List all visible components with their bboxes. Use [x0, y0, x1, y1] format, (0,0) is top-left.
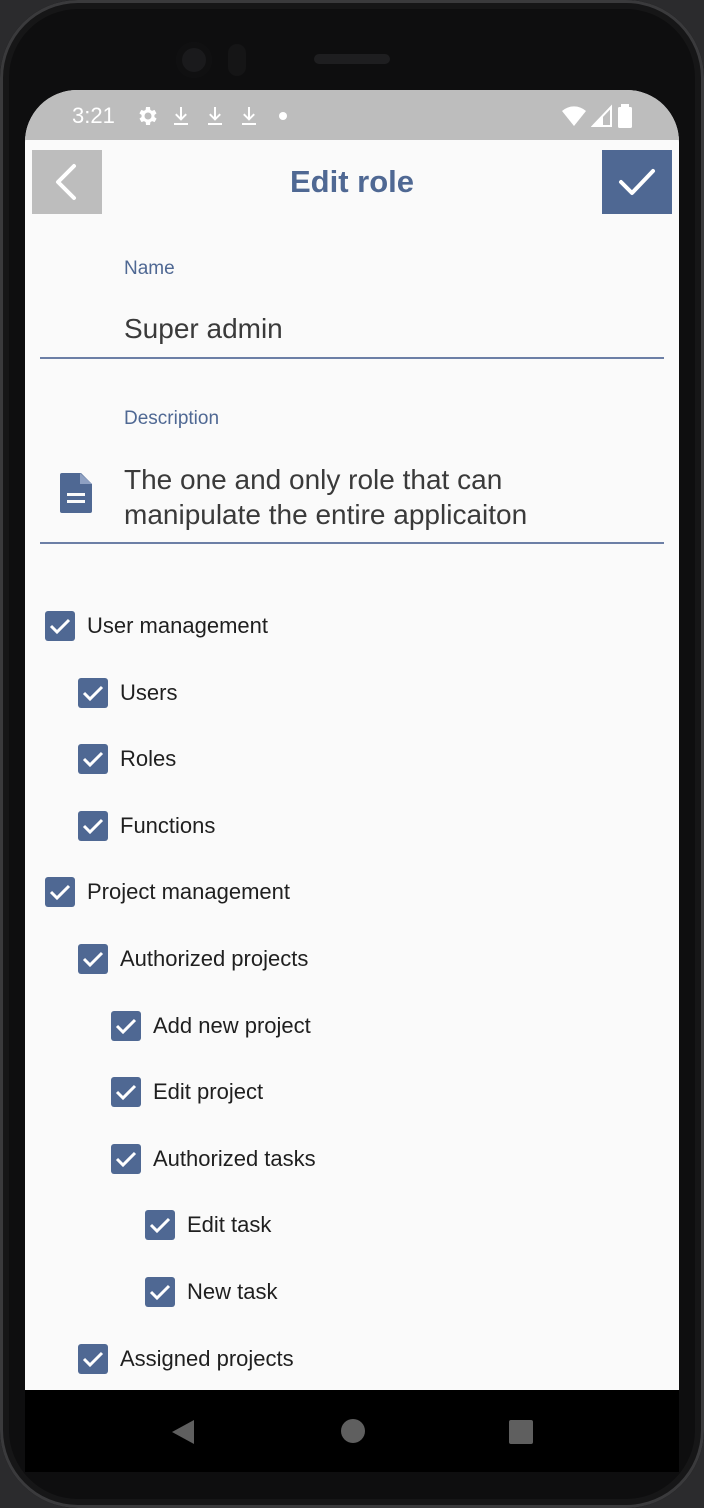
permission-label: Add new project	[153, 1013, 311, 1038]
checkmark-icon	[82, 685, 104, 702]
checkmark-icon	[115, 1018, 137, 1035]
permission-project-management[interactable]: Project management	[45, 875, 290, 909]
status-time: 3:21	[72, 103, 115, 128]
description-line-2: manipulate the entire applicaiton	[124, 499, 528, 530]
name-field[interactable]: Super admin	[124, 313, 283, 344]
signal-icon	[591, 104, 612, 127]
permission-label: Roles	[120, 746, 177, 771]
description-field-label: Description	[124, 408, 220, 429]
battery-icon	[618, 104, 632, 128]
nav-home-icon[interactable]	[341, 1419, 365, 1443]
permission-roles[interactable]: Roles	[78, 742, 176, 776]
permission-label: Authorized tasks	[153, 1146, 316, 1171]
checkbox-checked[interactable]	[78, 744, 108, 774]
save-button[interactable]	[602, 150, 672, 214]
checkbox-checked[interactable]	[78, 811, 108, 841]
permission-edit-project[interactable]: Edit project	[111, 1075, 263, 1109]
description-field[interactable]: The one and only role that can manipulat…	[124, 462, 527, 532]
download-icon	[242, 107, 256, 125]
checkbox-checked[interactable]	[78, 678, 108, 708]
front-camera	[176, 42, 212, 78]
wifi-icon	[562, 106, 586, 126]
status-system-icons	[561, 103, 633, 129]
checkbox-checked[interactable]	[78, 1344, 108, 1374]
checkbox-checked[interactable]	[111, 1144, 141, 1174]
proximity-sensor	[228, 44, 246, 76]
description-line-1: The one and only role that can	[124, 464, 503, 495]
name-field-underline	[40, 357, 664, 359]
permission-authorized-tasks[interactable]: Authorized tasks	[111, 1142, 316, 1176]
permission-label: Authorized projects	[120, 946, 309, 971]
permission-label: New task	[187, 1279, 278, 1304]
checkmark-icon	[82, 751, 104, 768]
checkmark-icon	[115, 1151, 137, 1168]
checkmark-icon	[49, 884, 71, 901]
app-screen: 3:21	[25, 90, 679, 1390]
nav-recents-icon[interactable]	[509, 1420, 533, 1444]
permission-edit-task[interactable]: Edit task	[145, 1208, 271, 1242]
document-icon	[60, 473, 92, 513]
checkmark-icon	[82, 1351, 104, 1368]
app-bar: Edit role	[25, 140, 679, 220]
checkmark-icon	[82, 951, 104, 968]
page-title: Edit role	[289, 164, 414, 199]
description-field-underline	[40, 542, 664, 544]
checkbox-checked[interactable]	[145, 1210, 175, 1240]
checkmark-icon	[115, 1084, 137, 1101]
gear-icon	[139, 107, 157, 125]
checkbox-checked[interactable]	[45, 877, 75, 907]
nav-back-icon[interactable]	[170, 1418, 196, 1446]
chevron-left-icon	[56, 164, 76, 200]
system-nav-bar	[25, 1390, 679, 1472]
permission-functions[interactable]: Functions	[78, 809, 215, 843]
dot-icon	[279, 112, 287, 120]
checkbox-checked[interactable]	[78, 944, 108, 974]
permission-authorized-projects[interactable]: Authorized projects	[78, 942, 308, 976]
earpiece-speaker	[314, 54, 390, 64]
permission-label: Users	[120, 680, 178, 705]
download-icon	[208, 107, 222, 125]
permission-add-new-project[interactable]: Add new project	[111, 1009, 311, 1043]
status-bar: 3:21	[25, 90, 679, 140]
checkmark-icon	[619, 169, 655, 195]
back-button[interactable]	[32, 150, 102, 214]
checkbox-checked[interactable]	[145, 1277, 175, 1307]
checkmark-icon	[149, 1217, 171, 1234]
name-field-label: Name	[124, 258, 175, 279]
checkmark-icon	[149, 1284, 171, 1301]
permission-label: Assigned projects	[120, 1346, 294, 1371]
permission-label: Project management	[87, 879, 290, 904]
permission-new-task[interactable]: New task	[145, 1275, 277, 1309]
checkbox-checked[interactable]	[111, 1011, 141, 1041]
permission-label: Functions	[120, 813, 216, 838]
permission-user-management[interactable]: User management	[45, 609, 268, 643]
checkbox-checked[interactable]	[111, 1077, 141, 1107]
checkmark-icon	[82, 818, 104, 835]
checkmark-icon	[49, 618, 71, 635]
checkbox-checked[interactable]	[45, 611, 75, 641]
permission-label: Edit project	[153, 1079, 264, 1104]
permission-assigned-projects[interactable]: Assigned projects	[78, 1342, 294, 1376]
permission-users[interactable]: Users	[78, 676, 177, 710]
permission-label: User management	[87, 613, 268, 638]
permission-label: Edit task	[187, 1212, 272, 1237]
status-notification-icons	[135, 104, 295, 128]
download-icon	[174, 107, 188, 125]
